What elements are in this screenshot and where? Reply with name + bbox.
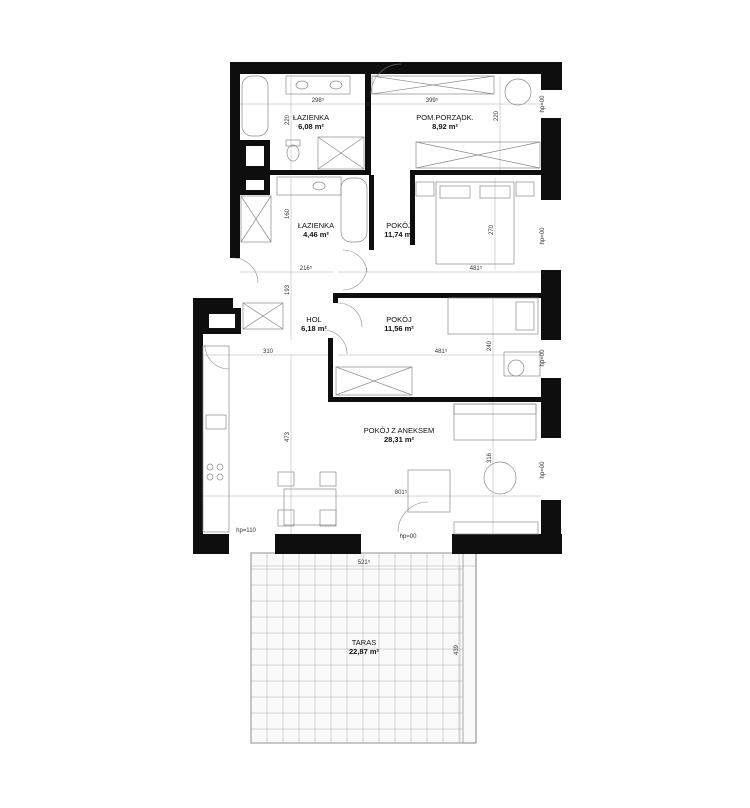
dimension-labels: 298⁵ 399⁵ 220 220 160 270 216⁵ 481⁵ 193 … xyxy=(263,97,500,655)
room-name-pokoj2: POKÓJ xyxy=(386,315,412,324)
dim-240: 240 xyxy=(487,340,493,351)
dim-473: 473 xyxy=(285,431,291,442)
room-name-hol: HOL xyxy=(306,315,321,324)
doors xyxy=(204,63,429,533)
dim-481b: 481⁵ xyxy=(435,348,448,355)
room-area-pokoj2: 11,56 m² xyxy=(384,324,414,333)
dim-160: 160 xyxy=(285,208,291,219)
dim-220a: 220 xyxy=(285,114,291,125)
dimension-lines xyxy=(203,76,541,743)
room-area-hol: 6,18 m² xyxy=(301,324,327,333)
dim-439: 439 xyxy=(454,644,460,655)
room-area-lazienka2: 4,46 m² xyxy=(303,230,329,239)
room-area-pokoj1: 11,74 m² xyxy=(384,230,414,239)
window-hp110: hp=110 xyxy=(236,528,256,534)
room-name-lazienka2: ŁAZIENKA xyxy=(298,221,334,230)
room-area-lazienka1: 6,08 m² xyxy=(298,122,324,131)
room-area-taras: 22,87 m² xyxy=(349,647,380,656)
dim-399: 399⁵ xyxy=(426,97,439,104)
terrace xyxy=(250,552,477,744)
dim-521: 521⁵ xyxy=(358,559,371,566)
dim-270: 270 xyxy=(489,224,495,235)
room-area-pom: 8,92 m² xyxy=(432,122,458,131)
dim-216: 216⁵ xyxy=(300,265,313,272)
exterior-walls xyxy=(193,62,562,554)
dim-310: 310 xyxy=(263,349,274,355)
dim-220b: 220 xyxy=(494,110,500,121)
window-height-labels: hp=110 hp=00 hp=00 hp=00 hp=00 hp=00 xyxy=(236,95,546,540)
room-area-aneks: 28,31 m² xyxy=(384,435,415,444)
dim-193: 193 xyxy=(285,284,291,295)
window-hp00-r2: hp=00 xyxy=(540,227,546,245)
dim-481a: 481⁵ xyxy=(470,265,483,272)
dim-298: 298⁵ xyxy=(312,97,325,104)
room-name-taras: TARAS xyxy=(352,638,376,647)
room-name-pokoj1: POKÓJ xyxy=(386,221,412,230)
window-hp00-r4: hp=00 xyxy=(540,461,546,479)
window-hp00-bottom: hp=00 xyxy=(400,534,418,540)
room-name-pom: POM.PORZĄDK. xyxy=(416,113,474,122)
room-labels: ŁAZIENKA 6,08 m² POM.PORZĄDK. 8,92 m² ŁA… xyxy=(293,113,474,656)
furniture xyxy=(202,75,541,535)
interior-walls xyxy=(203,74,542,402)
room-name-aneks: POKÓJ Z ANEKSEM xyxy=(364,426,434,435)
dim-801: 801⁵ xyxy=(395,489,408,496)
room-name-lazienka1: ŁAZIENKA xyxy=(293,113,329,122)
dim-316: 316 xyxy=(487,452,493,463)
window-hp00-r3: hp=00 xyxy=(540,349,546,367)
window-hp00-r1: hp=00 xyxy=(540,95,546,113)
